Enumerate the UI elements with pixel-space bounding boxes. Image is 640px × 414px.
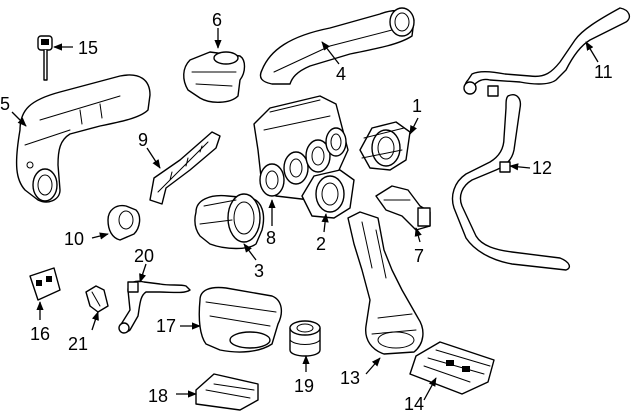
- callout-15: 15: [78, 38, 98, 58]
- callout-21: 21: [68, 334, 88, 354]
- part-1-throttle-body[interactable]: [359, 121, 411, 171]
- part-2-throttle-body[interactable]: [301, 169, 355, 219]
- callout-labels: 1 2 3 4 5 6 7 8 9 10 11 12 13 14 15 16 1…: [0, 10, 613, 414]
- callout-18: 18: [148, 386, 168, 406]
- part-16-connector[interactable]: [29, 267, 61, 301]
- part-20-hose[interactable]: [118, 280, 191, 334]
- callout-4: 4: [336, 64, 346, 84]
- callout-14: 14: [404, 394, 424, 414]
- part-21-clip[interactable]: [85, 285, 109, 313]
- callout-13: 13: [340, 368, 360, 388]
- callout-9: 9: [138, 130, 148, 150]
- callout-5: 5: [0, 94, 10, 114]
- part-14-cover-plate[interactable]: [409, 341, 495, 395]
- callout-6: 6: [212, 10, 222, 30]
- callout-12: 12: [532, 158, 552, 178]
- callout-3: 3: [254, 261, 264, 281]
- callout-11: 11: [594, 62, 613, 82]
- part-4-long-duct[interactable]: [259, 7, 415, 85]
- callout-2: 2: [316, 234, 326, 254]
- callout-7: 7: [414, 246, 424, 266]
- part-9-bracket[interactable]: [149, 131, 221, 205]
- callout-17: 17: [156, 316, 176, 336]
- part-18-tray[interactable]: [195, 373, 259, 411]
- part-3-throttle-housing[interactable]: [194, 193, 265, 250]
- part-17-resonator[interactable]: [198, 286, 283, 353]
- callout-8: 8: [266, 228, 276, 248]
- part-13-air-pipe[interactable]: [347, 211, 424, 355]
- callout-16: 16: [30, 324, 50, 344]
- part-7-bracket[interactable]: [375, 185, 431, 231]
- part-11-hose[interactable]: [463, 7, 631, 97]
- callout-20: 20: [134, 246, 154, 266]
- callout-10: 10: [64, 229, 84, 249]
- part-12-pipe[interactable]: [451, 94, 571, 271]
- part-10-clamp[interactable]: [107, 204, 141, 241]
- part-15-sensor[interactable]: [37, 35, 53, 81]
- part-19-filter[interactable]: [289, 320, 321, 357]
- leader-lines: [11, 28, 599, 401]
- part-6-elbow-duct[interactable]: [183, 51, 246, 103]
- callout-19: 19: [294, 376, 314, 396]
- callout-1: 1: [412, 96, 422, 116]
- part-5-air-duct[interactable]: [15, 74, 151, 203]
